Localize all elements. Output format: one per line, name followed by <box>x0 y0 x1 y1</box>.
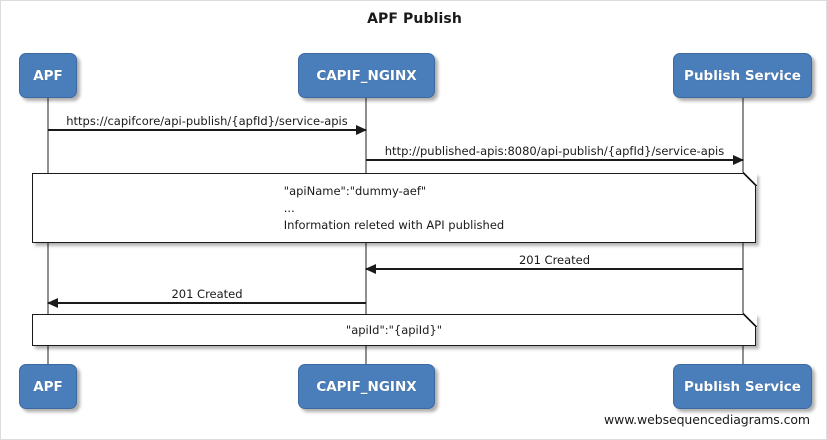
diagram-title: APF Publish <box>367 11 462 27</box>
note-2-text: "apiId":"{apiId}" <box>345 322 443 337</box>
participant-box-publish-service-top[interactable]: Publish Service <box>673 53 812 98</box>
participant-label-capif-nginx-bottom: CAPIF_NGINX <box>316 378 417 395</box>
arrowhead-right-icon <box>733 155 744 165</box>
message-3-line <box>366 268 743 270</box>
message-1-line <box>48 129 366 131</box>
message-2-label: http://published-apis:8080/api-publish/{… <box>384 144 725 158</box>
note-fold-icon <box>742 172 757 187</box>
arrowhead-left-icon <box>365 264 376 274</box>
message-1[interactable]: https://capifcore/api-publish/{apfId}/se… <box>48 109 367 135</box>
message-3-label: 201 Created <box>518 253 591 267</box>
arrowhead-left-icon <box>47 298 58 308</box>
note-1-text: "apiName":"dummy-aef" ... Information re… <box>283 183 505 232</box>
note-1-body: "apiName":"dummy-aef" ... Information re… <box>33 174 755 242</box>
message-3[interactable]: 201 Created <box>365 248 743 274</box>
message-1-label: https://capifcore/api-publish/{apfId}/se… <box>66 114 348 128</box>
arrowhead-right-icon <box>356 125 367 135</box>
participant-label-capif-nginx-top: CAPIF_NGINX <box>316 67 417 84</box>
watermark-footer: www.websequencediagrams.com <box>603 412 810 427</box>
note-1: "apiName":"dummy-aef" ... Information re… <box>32 172 757 243</box>
message-4[interactable]: 201 Created <box>47 282 366 308</box>
note-2: "apiId":"{apiId}" <box>32 313 757 346</box>
participant-box-capif-nginx-top[interactable]: CAPIF_NGINX <box>298 53 435 98</box>
participant-label-publish-service-bottom: Publish Service <box>684 378 801 395</box>
note-fold-icon <box>742 313 757 328</box>
participant-box-apf-top[interactable]: APF <box>19 53 77 98</box>
participant-box-apf-bottom[interactable]: APF <box>19 364 77 409</box>
note-2-body: "apiId":"{apiId}" <box>33 315 755 345</box>
participant-label-publish-service-top: Publish Service <box>684 67 801 84</box>
message-4-label: 201 Created <box>171 287 243 301</box>
participant-box-publish-service-bottom[interactable]: Publish Service <box>673 364 812 409</box>
participant-label-apf-bottom: APF <box>33 378 63 395</box>
participant-box-capif-nginx-bottom[interactable]: CAPIF_NGINX <box>298 364 435 409</box>
message-2[interactable]: http://published-apis:8080/api-publish/{… <box>366 139 744 165</box>
participant-label-apf-top: APF <box>33 67 63 84</box>
message-4-line <box>48 302 366 304</box>
message-2-line <box>366 159 743 161</box>
